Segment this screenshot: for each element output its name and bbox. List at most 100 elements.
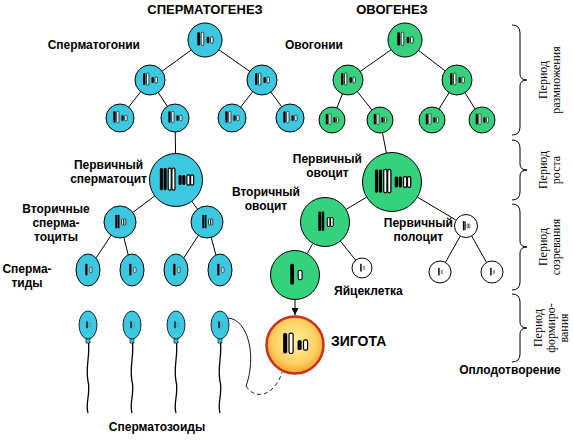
period-label: Период роста xyxy=(537,151,563,189)
chromosome-set xyxy=(438,268,442,276)
cell-outline xyxy=(300,197,350,247)
cell-body xyxy=(267,317,324,374)
sperm-path xyxy=(228,318,251,386)
chromosome-set xyxy=(143,73,157,85)
period-label: Период созревания xyxy=(537,219,563,276)
cell-body xyxy=(455,215,478,238)
chromosome-set xyxy=(318,212,333,232)
oogonium xyxy=(319,107,345,133)
period-label: Период размножения xyxy=(537,46,563,113)
chromosome-set xyxy=(326,114,339,125)
polar-body xyxy=(481,261,503,283)
cell-label: Первичный сперматоцит xyxy=(70,158,147,186)
lineage-line xyxy=(88,40,290,270)
oogonium xyxy=(419,107,445,133)
secondary-spermatocyte xyxy=(104,206,136,238)
spermatogonium xyxy=(276,104,304,132)
stage-label: Сперматозоиды xyxy=(109,420,205,434)
secondary-oocyte: Вторичный овоцит xyxy=(300,197,350,247)
lineage-connector xyxy=(346,197,366,209)
primary-spermatocyte: Первичный сперматоцит xyxy=(149,153,203,207)
chromosome-set xyxy=(426,114,439,125)
spermatogonium xyxy=(135,65,165,95)
stage-label: Сперма- тиды xyxy=(2,262,51,290)
chromosome-set xyxy=(225,111,239,122)
chromosome-set xyxy=(375,169,411,192)
period-brackets xyxy=(512,25,527,362)
cell-body xyxy=(150,154,203,207)
stage-label: Вторичные сперма- тоциты xyxy=(22,202,89,244)
chromosome-set xyxy=(360,264,364,272)
spermatid xyxy=(76,254,100,286)
polar-body xyxy=(352,258,372,278)
cell-label: ЗИГОТА xyxy=(331,334,386,348)
spermatozoon xyxy=(167,311,185,413)
cell-body xyxy=(301,198,350,247)
sperm-path xyxy=(246,372,282,394)
chromosome-set xyxy=(168,111,182,122)
cell-body xyxy=(271,251,320,300)
chromosome-set xyxy=(255,73,269,85)
heading: ОВОГЕНЕЗ xyxy=(356,3,428,17)
chromosome-set xyxy=(374,114,387,125)
chromosome-set xyxy=(173,264,180,276)
cell-label: Яйцеклетка xyxy=(334,284,403,298)
oogonium xyxy=(469,107,495,133)
chromosome-set xyxy=(283,111,297,122)
spermatogonium xyxy=(247,65,277,95)
spermatid xyxy=(120,254,144,286)
cell-label: Первичный полоцит xyxy=(384,216,453,244)
primary-oocyte: Первичный овоцит xyxy=(362,152,422,212)
chromosome-set xyxy=(283,333,307,353)
lineage-connector xyxy=(307,244,312,253)
chromosome-set xyxy=(341,73,355,85)
stage-label: Оплодотворение xyxy=(459,363,561,377)
oogonium xyxy=(442,65,472,95)
oogonium xyxy=(367,107,393,133)
period-brace xyxy=(512,294,527,362)
cell-outline xyxy=(149,153,203,207)
spermatid xyxy=(208,254,232,286)
chromosome-set xyxy=(463,221,470,230)
cell-body xyxy=(363,153,422,212)
oogonium xyxy=(388,23,422,57)
chromosome-set xyxy=(450,73,464,85)
period-brace xyxy=(512,25,527,135)
period-label: Период формиро- вания xyxy=(532,303,571,353)
chromosome-set xyxy=(160,168,194,190)
egg-cell: Яйцеклетка xyxy=(270,250,320,300)
period-brace xyxy=(512,140,527,200)
cell-outline xyxy=(265,315,325,375)
chromosome-set xyxy=(290,264,302,285)
secondary-spermatocyte xyxy=(191,206,223,238)
period-brace xyxy=(512,204,527,290)
spermatogonium xyxy=(161,104,189,132)
polar-body: Первичный полоцит xyxy=(454,214,478,238)
heading: СПЕРМАТОГЕНЕЗ xyxy=(147,3,262,17)
spermatogonium xyxy=(218,104,246,132)
chromosome-set xyxy=(129,264,136,276)
cell-outline xyxy=(454,214,478,238)
chromosome-set xyxy=(113,111,127,122)
polar-body xyxy=(429,261,451,283)
chromosome-set xyxy=(397,32,413,45)
stage-label: Овогонии xyxy=(285,38,343,52)
cell-outline xyxy=(270,250,320,300)
cell-label: Вторичный овоцит xyxy=(232,185,300,213)
cell-label: Первичный овоцит xyxy=(293,152,362,180)
spermatozoon xyxy=(123,311,141,413)
spermatozoon xyxy=(211,311,229,413)
chromosome-set xyxy=(115,215,126,229)
cell-outline xyxy=(362,152,422,212)
chromosome-set xyxy=(490,268,494,276)
spermatozoon xyxy=(79,311,97,413)
chromosome-set xyxy=(197,32,213,45)
lineage-connector xyxy=(295,300,296,315)
spermatid xyxy=(164,254,188,286)
chromosome-set xyxy=(476,114,489,125)
